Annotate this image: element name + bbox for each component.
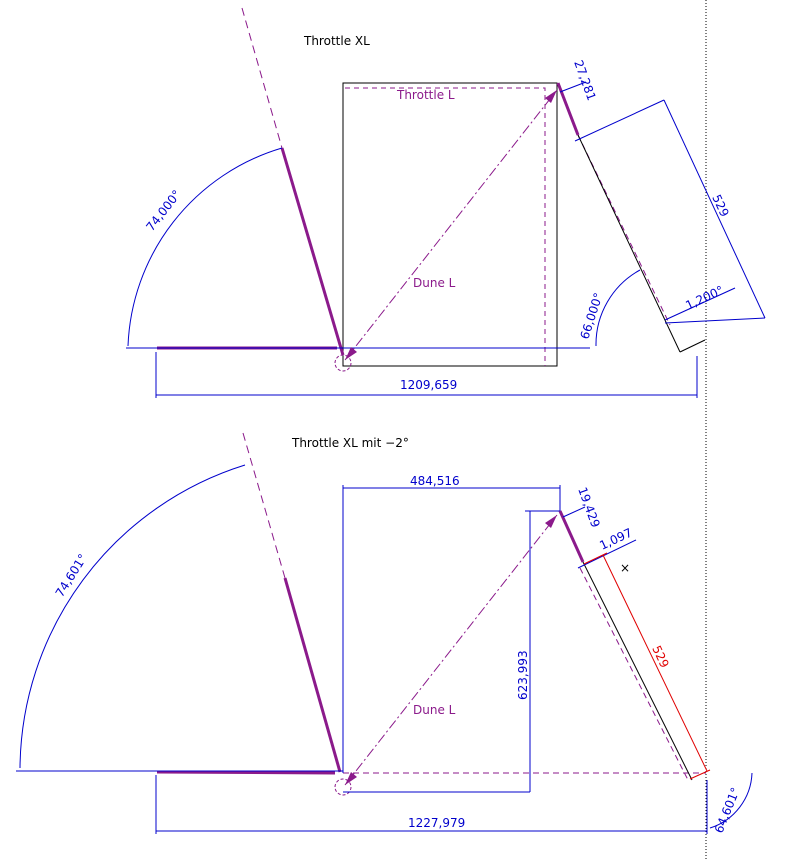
top-dim-1200-line — [664, 287, 736, 321]
top-dim-529-ext1 — [574, 99, 665, 142]
top-dim-27: 27,281 — [571, 58, 599, 102]
bottom-dim-angle-left: 74,601° — [53, 551, 90, 599]
top-title: Throttle XL — [303, 34, 370, 48]
top-dim-angle-right: 66,000° — [578, 291, 606, 341]
top-dune-arrow-tail — [345, 347, 357, 360]
top-dim-angle-left: 74,000° — [143, 187, 184, 233]
bottom-marker: × — [620, 561, 630, 575]
top-dim-width: 1209,659 — [400, 378, 457, 392]
bottom-dim-angle-right: 64,601° — [712, 785, 743, 835]
top-dim-529-line — [663, 99, 766, 319]
bottom-right-leg-dashed — [579, 567, 689, 781]
bottom-dim-19-tick — [562, 506, 586, 518]
top-label-throttle-l: Throttle L — [396, 88, 455, 102]
top-right-foot — [679, 339, 706, 353]
bottom-dim-529: 529 — [649, 643, 671, 670]
top-dim-529-ext2 — [664, 317, 766, 324]
top-pivot — [334, 354, 352, 372]
top-right-leg-outline — [577, 134, 681, 353]
top-rect-dashed — [345, 87, 546, 366]
bottom-drawing: Throttle XL mit −2° 484,516 623,993 Dune… — [16, 432, 753, 835]
bottom-dim-1097-line — [577, 539, 637, 569]
bottom-dim-484: 484,516 — [410, 474, 460, 488]
top-dune-line — [344, 89, 558, 361]
bottom-dim-529-ext1 — [583, 552, 608, 565]
bottom-pivot — [334, 778, 352, 796]
top-label-dune-l: Dune L — [413, 276, 456, 290]
bottom-arc-right — [709, 772, 753, 829]
bottom-left-leg — [283, 577, 342, 773]
bottom-title: Throttle XL mit −2° — [291, 436, 409, 450]
top-arc-left — [127, 147, 283, 347]
bottom-dune-arrow-head — [545, 515, 557, 528]
top-left-extension — [241, 7, 283, 149]
bottom-dune-arrow-tail — [345, 772, 357, 785]
bottom-dim-529-ext2 — [689, 769, 711, 780]
bottom-left-extension — [242, 432, 286, 579]
top-drawing: Throttle XL Throttle L Dune L 529 27,2 — [126, 7, 766, 398]
top-dune-arrow-head — [545, 90, 557, 103]
bottom-dim-529-line — [602, 554, 708, 772]
bottom-dim-1097: 1,097 — [597, 526, 634, 553]
top-dim-27-tick — [559, 81, 587, 93]
bottom-arc-left — [19, 464, 246, 769]
bottom-dim-623: 623,993 — [516, 650, 530, 700]
bottom-dim-width: 1227,979 — [408, 816, 465, 830]
bottom-right-leg-outline — [582, 561, 693, 781]
top-arc-right — [595, 269, 641, 347]
top-right-leg — [556, 82, 580, 136]
bottom-bottom-bar — [156, 770, 336, 775]
bottom-dim-19: 19,429 — [575, 485, 603, 529]
bottom-dune-line — [344, 514, 558, 786]
top-left-leg — [280, 147, 345, 356]
bottom-label-dune-l: Dune L — [413, 703, 456, 717]
bottom-right-leg — [558, 510, 585, 563]
top-rect-outline — [342, 82, 558, 367]
